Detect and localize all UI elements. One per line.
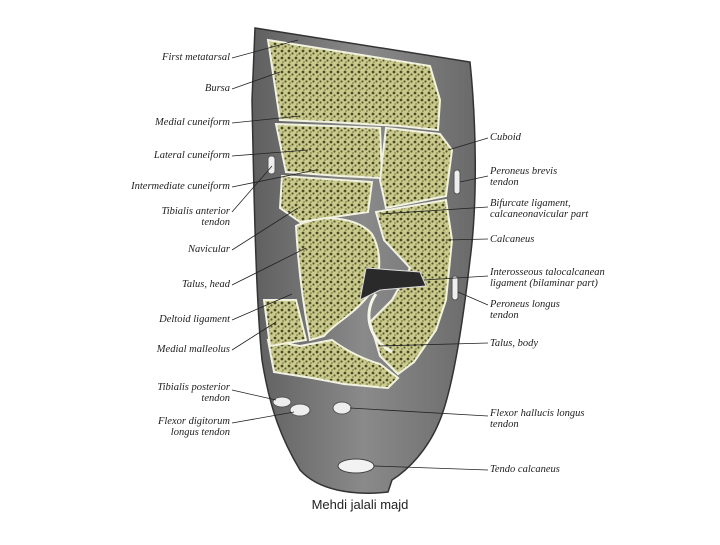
tibialis-anterior-tendon bbox=[268, 156, 275, 174]
label-peroneus-brevis-line2: tendon bbox=[490, 177, 557, 188]
label-tibialis-posterior-line2: tendon bbox=[157, 393, 230, 404]
label-flexor-digitorum-line1: Flexor digitorum bbox=[158, 416, 230, 427]
label-interosseous-ligament: Interosseous talocalcanean ligament (bil… bbox=[490, 267, 605, 289]
label-talus-body: Talus, body bbox=[490, 338, 538, 349]
peroneus-longus-tendon bbox=[452, 276, 458, 300]
label-navicular: Navicular bbox=[188, 244, 230, 255]
label-bifurcate-ligament-line2: calcaneonavicular part bbox=[490, 209, 588, 220]
label-flexor-hallucis-line1: Flexor hallucis longus bbox=[490, 408, 585, 419]
cuboid-bone bbox=[380, 128, 452, 208]
label-talus-head: Talus, head bbox=[182, 279, 230, 290]
label-peroneus-longus-line1: Peroneus longus bbox=[490, 299, 560, 310]
label-interosseous-line1: Interosseous talocalcanean bbox=[490, 267, 605, 278]
author-caption: Mehdi jalali majd bbox=[0, 497, 720, 512]
label-tibialis-posterior: Tibialis posterior tendon bbox=[157, 382, 230, 404]
label-bifurcate-ligament: Bifurcate ligament, calcaneonavicular pa… bbox=[490, 198, 588, 220]
label-flexor-hallucis-line2: tendon bbox=[490, 419, 585, 430]
label-tibialis-anterior: Tibialis anterior tendon bbox=[161, 206, 230, 228]
label-lateral-cuneiform: Lateral cuneiform bbox=[154, 150, 230, 161]
label-peroneus-longus: Peroneus longus tendon bbox=[490, 299, 560, 321]
peroneus-brevis-tendon bbox=[454, 170, 460, 194]
label-bifurcate-ligament-line1: Bifurcate ligament, bbox=[490, 198, 588, 209]
label-calcaneus: Calcaneus bbox=[490, 234, 534, 245]
flexor-hallucis-longus-tendon bbox=[333, 402, 351, 414]
tendo-calcaneus bbox=[338, 459, 374, 473]
label-cuboid: Cuboid bbox=[490, 132, 521, 143]
label-tibialis-anterior-line2: tendon bbox=[161, 217, 230, 228]
label-peroneus-brevis: Peroneus brevis tendon bbox=[490, 166, 557, 188]
label-bursa: Bursa bbox=[205, 83, 230, 94]
label-peroneus-longus-line2: tendon bbox=[490, 310, 560, 321]
label-flexor-digitorum-longus: Flexor digitorum longus tendon bbox=[158, 416, 230, 438]
label-tibialis-posterior-line1: Tibialis posterior bbox=[157, 382, 230, 393]
tibialis-posterior-tendon bbox=[273, 397, 291, 407]
label-flexor-hallucis-longus: Flexor hallucis longus tendon bbox=[490, 408, 585, 430]
label-intermediate-cuneiform: Intermediate cuneiform bbox=[131, 181, 230, 192]
label-flexor-digitorum-line2: longus tendon bbox=[158, 427, 230, 438]
flexor-digitorum-longus-tendon bbox=[290, 404, 310, 416]
label-deltoid-ligament: Deltoid ligament bbox=[159, 314, 230, 325]
label-tibialis-anterior-line1: Tibialis anterior bbox=[161, 206, 230, 217]
label-tendo-calcaneus: Tendo calcaneus bbox=[490, 464, 560, 475]
label-interosseous-line2: ligament (bilaminar part) bbox=[490, 278, 605, 289]
label-peroneus-brevis-line1: Peroneus brevis bbox=[490, 166, 557, 177]
label-first-metatarsal: First metatarsal bbox=[162, 52, 230, 63]
label-medial-cuneiform: Medial cuneiform bbox=[155, 117, 230, 128]
label-medial-malleolus: Medial malleolus bbox=[157, 344, 230, 355]
